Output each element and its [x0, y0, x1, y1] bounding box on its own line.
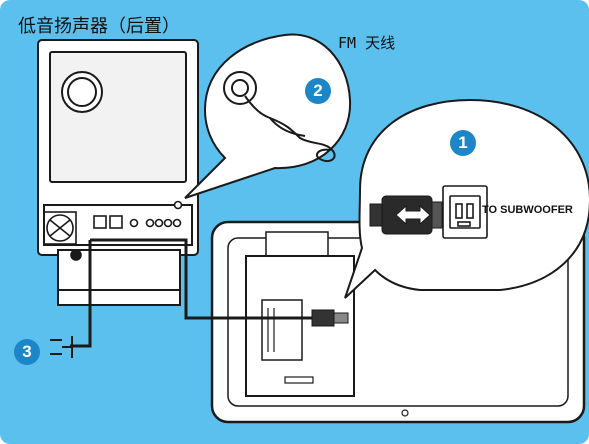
subwoofer-ports [70, 200, 183, 261]
step-1-badge: 1 [450, 130, 476, 156]
fm-antenna-label: FM 天线 [338, 34, 396, 52]
subwoofer-title: 低音扬声器（后置） [18, 16, 180, 37]
to-subwoofer-label: TO SUBWOOFER [482, 204, 573, 216]
subwoofer-cable [70, 238, 312, 348]
connector-callout-bubble [344, 98, 589, 299]
cable-plug [311, 309, 349, 327]
step-2-badge: 2 [305, 78, 331, 104]
fm-wire-antenna-icon [223, 71, 336, 162]
subwoofer-rear-panel [37, 39, 199, 306]
subwoofer-fan-grille [43, 211, 77, 245]
step-3-badge: 3 [14, 339, 40, 365]
antenna-callout-bubble [184, 33, 352, 199]
subwoofer-port-socket [442, 185, 488, 239]
power-plug-icon [50, 336, 73, 358]
double-arrow-plug-icon [369, 195, 443, 235]
